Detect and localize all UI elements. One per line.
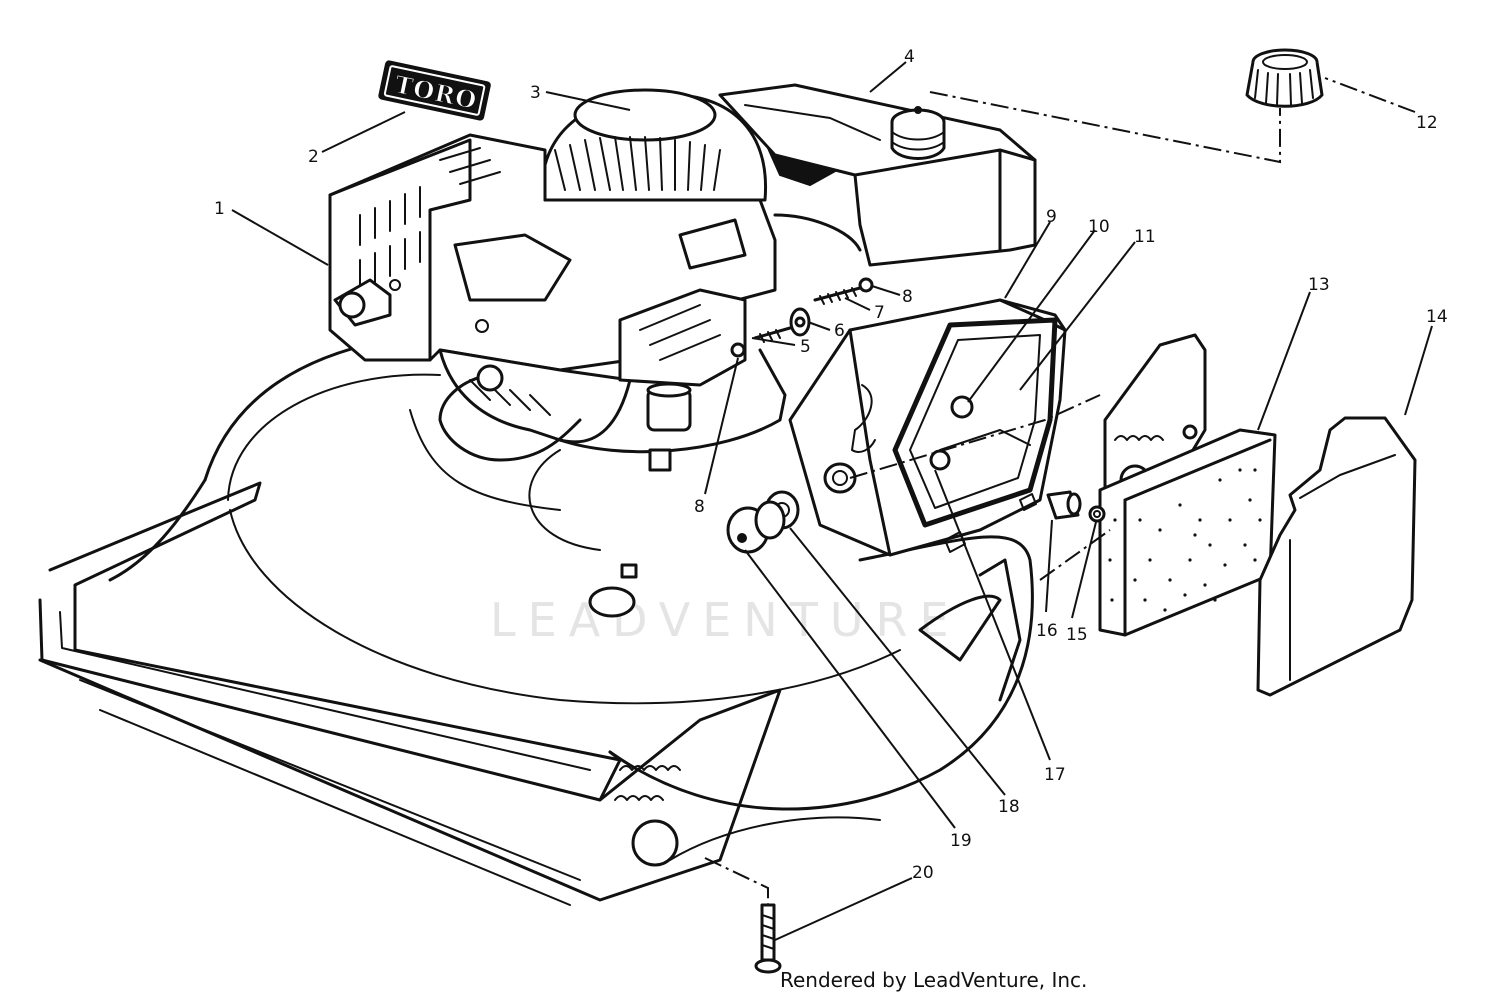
- callout-3: 3: [530, 83, 541, 103]
- starter-ribs: [554, 136, 721, 191]
- callout-8-upper: 8: [902, 287, 913, 307]
- air-cleaner-body: [788, 298, 1067, 557]
- air-cleaner-cover: [1256, 416, 1417, 697]
- callout-8-lower: 8: [694, 497, 705, 517]
- callout-5: 5: [800, 337, 811, 357]
- engine-assembly: [328, 83, 1037, 472]
- engine-vent-slots: [359, 186, 421, 291]
- leader-lines: [231, 61, 1433, 941]
- render-credit: Rendered by LeadVenture, Inc.: [780, 968, 1088, 992]
- callout-labels: 1 2 3 4 5 6 7 8 8 9 10 11 12 13 14 15 16…: [214, 47, 1448, 883]
- small-hardware: [726, 277, 1106, 974]
- callout-15: 15: [1066, 625, 1088, 645]
- callout-17: 17: [1044, 765, 1066, 785]
- callout-6: 6: [834, 321, 845, 341]
- air-filter-element: [1098, 428, 1277, 637]
- callout-20: 20: [912, 863, 934, 883]
- callout-4: 4: [904, 47, 915, 67]
- callout-18: 18: [998, 797, 1020, 817]
- filter-foam-texture: [1108, 468, 1262, 612]
- toro-decal: TORO: [378, 60, 491, 121]
- watermark: LEADVENTURE: [490, 593, 961, 647]
- callout-11: 11: [1134, 227, 1156, 247]
- fuel-cap: [1245, 48, 1324, 108]
- callout-14: 14: [1426, 307, 1448, 327]
- callout-19: 19: [950, 831, 972, 851]
- callout-10: 10: [1088, 217, 1110, 237]
- callout-9: 9: [1046, 207, 1057, 227]
- callout-13: 13: [1308, 275, 1330, 295]
- callout-16: 16: [1036, 621, 1058, 641]
- callout-1: 1: [214, 199, 225, 219]
- callout-7: 7: [874, 303, 885, 323]
- callout-2: 2: [308, 147, 319, 167]
- callout-12: 12: [1416, 113, 1438, 133]
